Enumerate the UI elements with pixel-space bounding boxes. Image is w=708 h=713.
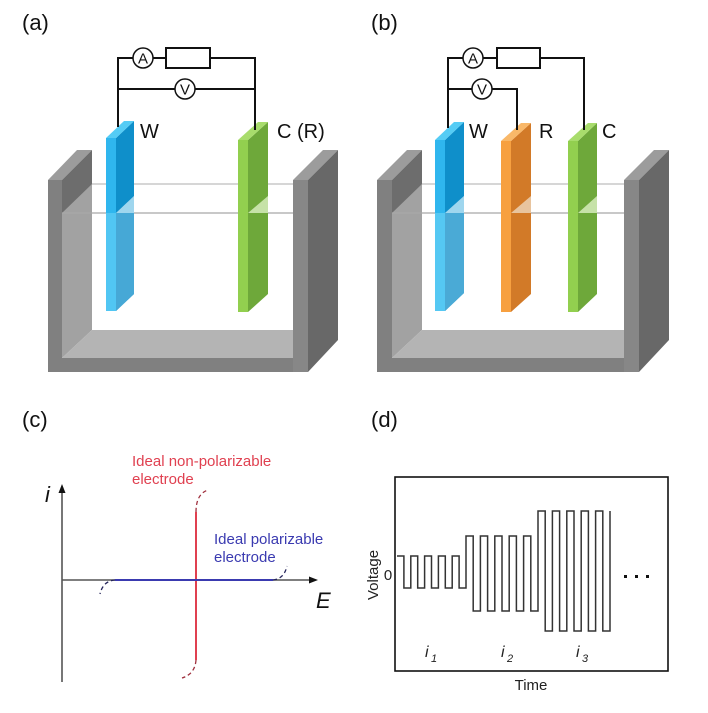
e-axis-arrow <box>309 576 318 584</box>
ammeter-a: A <box>132 47 154 69</box>
zero-label: 0 <box>384 567 392 584</box>
i-axis-arrow <box>58 484 66 493</box>
current-label-3: i 3 <box>576 644 589 665</box>
ammeter-a-label: A <box>138 51 148 68</box>
panel-c-label: (c) <box>22 407 48 432</box>
circuit-b <box>447 47 585 130</box>
working-electrode-b <box>435 122 464 311</box>
panel-b: (b) <box>371 10 669 372</box>
ammeter-b-label: A <box>468 51 478 68</box>
panel-b-label: (b) <box>371 10 398 35</box>
voltage-axis-label: Voltage <box>365 550 382 600</box>
electrode-label-w-a: W <box>140 121 159 143</box>
counter-electrode-b <box>568 123 597 312</box>
plot-frame <box>394 476 669 672</box>
electrode-label-r-b: R <box>539 121 553 143</box>
polarizable-label-line1: Ideal polarizable <box>214 531 323 548</box>
beaker-b <box>377 150 669 372</box>
i-axis-label: i <box>45 482 51 507</box>
non-polarizable-label-line2: electrode <box>132 471 194 488</box>
panel-a: (a) <box>22 10 338 372</box>
ammeter-b: A <box>462 47 484 69</box>
electrode-label-w-b: W <box>469 121 488 143</box>
current-label-2: i 2 <box>501 644 513 665</box>
panel-d: (d) Voltage 0 Time i 1 i 2 i 3 <box>365 407 669 694</box>
non-polarizable-label-line1: Ideal non-polarizable <box>132 453 271 470</box>
polarizable-curve-right-tail <box>272 565 288 581</box>
current-label-3-sub: 3 <box>582 653 589 665</box>
e-axis-label: E <box>316 588 331 613</box>
current-label-3-main: i <box>576 644 580 661</box>
circuit-a <box>117 47 256 130</box>
beaker-a <box>48 150 338 372</box>
panel-c: (c) i E Ideal non-polarizable electrode … <box>22 407 331 682</box>
voltmeter-a: V <box>174 78 196 100</box>
non-polarizable-curve-upper-tail <box>195 489 209 513</box>
dots-continuation <box>624 575 649 578</box>
voltmeter-a-label: V <box>180 82 190 99</box>
polarizable-curve-left-tail <box>99 579 116 595</box>
current-label-1-main: i <box>425 644 429 661</box>
voltmeter-b: V <box>471 78 493 100</box>
reference-electrode-b <box>501 123 531 312</box>
current-label-2-main: i <box>501 644 505 661</box>
non-polarizable-curve-lower-tail <box>181 659 197 679</box>
counter-electrode-a <box>238 122 268 312</box>
voltmeter-b-label: V <box>477 82 487 99</box>
panel-a-label: (a) <box>22 10 49 35</box>
current-label-1: i 1 <box>425 644 437 665</box>
voltage-waveform <box>397 510 611 632</box>
current-label-2-sub: 2 <box>506 653 513 665</box>
polarizable-label-line2: electrode <box>214 549 276 566</box>
panel-d-label: (d) <box>371 407 398 432</box>
square-wave-path <box>397 510 611 632</box>
current-label-1-sub: 1 <box>431 653 437 665</box>
time-axis-label: Time <box>515 677 548 694</box>
electrode-label-c-a: C (R) <box>277 121 325 143</box>
electrode-label-c-b: C <box>602 121 616 143</box>
working-electrode-a <box>106 121 134 311</box>
